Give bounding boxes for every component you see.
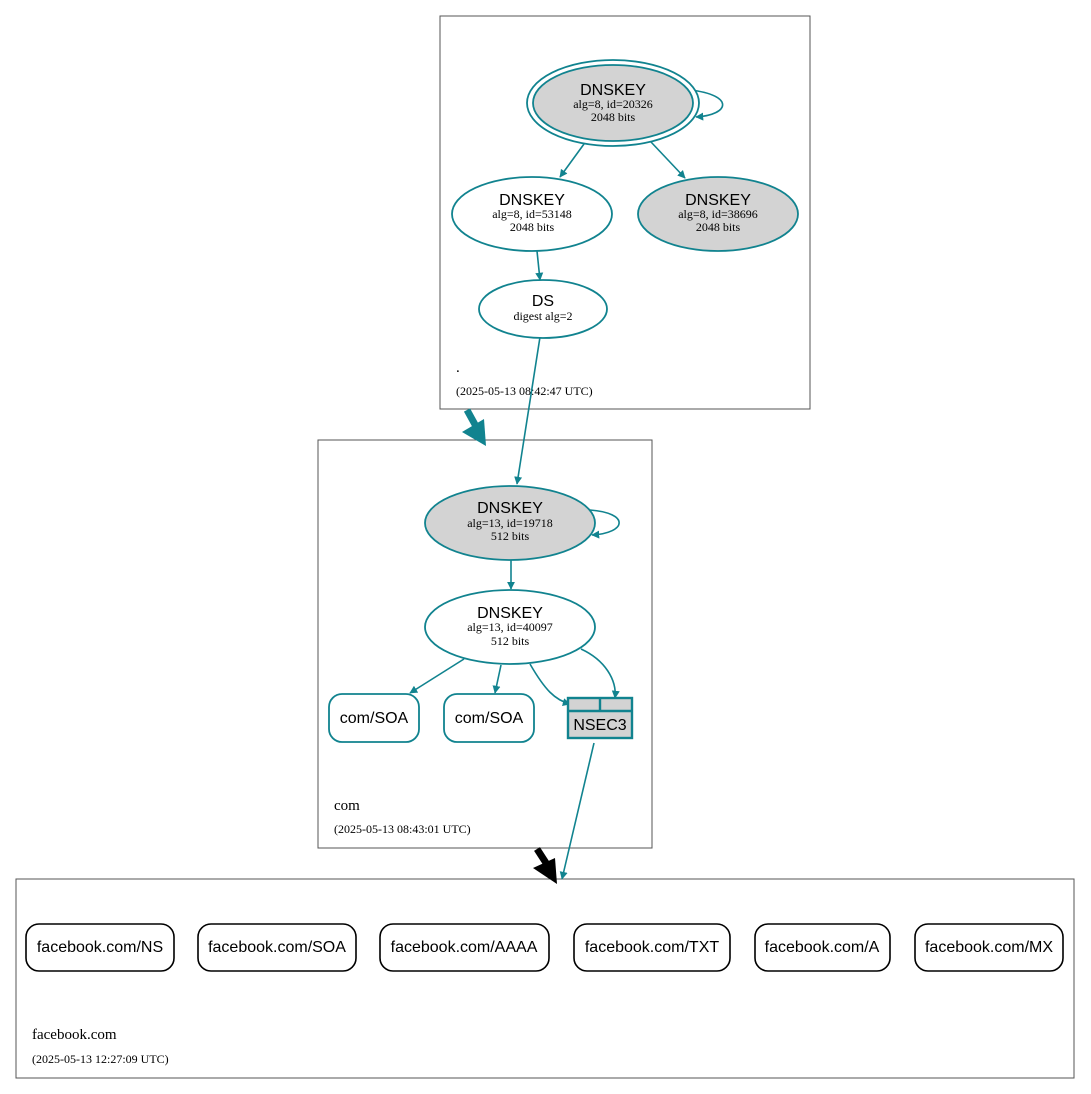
root-key3-line2: 2048 bits xyxy=(696,220,741,234)
zone-facebook: facebook.com (2025-05-13 12:27:09 UTC) xyxy=(15,878,1075,1079)
root-key3-line1: alg=8, id=38696 xyxy=(678,207,758,221)
zone-com-timestamp: (2025-05-13 08:43:01 UTC) xyxy=(334,822,471,836)
edge-com-zsk-soa2 xyxy=(492,664,502,694)
zone-facebook-box xyxy=(15,878,1075,1079)
root-key3-ellipse xyxy=(637,176,799,252)
zone-facebook-label: facebook.com xyxy=(32,1027,117,1043)
com-zsk-line2: 512 bits xyxy=(491,634,530,648)
delegation-arrows xyxy=(462,408,557,884)
zone-com-label: com xyxy=(334,798,360,814)
facebook-records: facebook.com/NS facebook.com/SOA faceboo… xyxy=(25,923,1064,972)
com-ksk-ellipse xyxy=(424,485,596,561)
com-ksk-line1: alg=13, id=19718 xyxy=(467,516,553,530)
facebook-record-txt[interactable]: facebook.com/TXT xyxy=(573,923,731,972)
com-ksk-line2: 512 bits xyxy=(491,529,530,543)
facebook-record-mx[interactable]: facebook.com/MX xyxy=(914,923,1064,972)
root-key3-node[interactable]: DNSKEY alg=8, id=38696 2048 bits xyxy=(637,176,799,252)
record-label: facebook.com/A xyxy=(765,939,880,956)
edge-com-zsk-soa1 xyxy=(409,658,465,694)
record-label: facebook.com/AAAA xyxy=(391,939,538,956)
com-soa-node-2[interactable]: com/SOA xyxy=(443,693,535,743)
com-soa-node-1[interactable]: com/SOA xyxy=(328,693,420,743)
root-ksk-line1: alg=8, id=20326 xyxy=(573,97,653,111)
root-ds-ellipse xyxy=(478,279,608,339)
record-label: facebook.com/TXT xyxy=(585,939,720,956)
edge-nsec3-facebook xyxy=(559,742,595,880)
zone-facebook-timestamp: (2025-05-13 12:27:09 UTC) xyxy=(32,1052,169,1066)
com-soa-box-2 xyxy=(443,693,535,743)
edge-root-zsk-ds xyxy=(535,250,544,281)
com-soa-label-1: com/SOA xyxy=(340,710,409,727)
record-box xyxy=(573,923,731,972)
root-ds-line1: digest alg=2 xyxy=(513,309,572,323)
com-ksk-node[interactable]: DNSKEY alg=13, id=19718 512 bits xyxy=(424,485,596,561)
com-zsk-ellipse xyxy=(424,589,596,665)
com-zsk-line1: alg=13, id=40097 xyxy=(467,620,553,634)
com-soa-label-2: com/SOA xyxy=(455,710,524,727)
facebook-record-aaaa[interactable]: facebook.com/AAAA xyxy=(379,923,550,972)
root-ksk-line2: 2048 bits xyxy=(591,110,636,124)
com-zsk-title: DNSKEY xyxy=(477,605,543,622)
record-box xyxy=(197,923,357,972)
root-ksk-node[interactable]: DNSKEY alg=8, id=20326 2048 bits xyxy=(526,59,700,147)
record-label: facebook.com/SOA xyxy=(208,939,346,956)
edge-root-ksk-zsk xyxy=(559,143,585,178)
edge-ds-com-ksk xyxy=(514,336,541,485)
edge-com-zsk-nsec3-a xyxy=(529,663,571,707)
edge-root-ksk-key3 xyxy=(650,141,686,179)
record-box xyxy=(379,923,550,972)
root-ds-title: DS xyxy=(532,293,554,310)
com-zsk-node[interactable]: DNSKEY alg=13, id=40097 512 bits xyxy=(424,589,596,665)
root-key3-title: DNSKEY xyxy=(685,192,751,209)
record-label: facebook.com/NS xyxy=(37,939,163,956)
edge-com-ksk-self xyxy=(589,509,620,539)
root-ds-node[interactable]: DS digest alg=2 xyxy=(478,279,608,339)
root-zsk-line2: 2048 bits xyxy=(510,220,555,234)
edge-com-zsk-nsec3-b xyxy=(580,648,620,699)
com-nsec3-node[interactable]: NSEC3 xyxy=(566,696,634,740)
root-ksk-title: DNSKEY xyxy=(580,82,646,99)
com-ksk-title: DNSKEY xyxy=(477,500,543,517)
delegation-root-com-head xyxy=(462,419,486,446)
facebook-record-a[interactable]: facebook.com/A xyxy=(754,923,891,972)
root-zsk-node[interactable]: DNSKEY alg=8, id=53148 2048 bits xyxy=(451,176,613,252)
facebook-record-ns[interactable]: facebook.com/NS xyxy=(25,923,175,972)
zone-root-label: . xyxy=(456,360,460,376)
record-label: facebook.com/MX xyxy=(925,939,1053,956)
nsec3-label: NSEC3 xyxy=(573,717,626,734)
edges xyxy=(409,89,724,880)
root-zsk-ellipse xyxy=(451,176,613,252)
record-box xyxy=(25,923,175,972)
facebook-record-soa[interactable]: facebook.com/SOA xyxy=(197,923,357,972)
root-ksk-ellipse xyxy=(532,64,694,142)
root-zsk-title: DNSKEY xyxy=(499,192,565,209)
record-box xyxy=(754,923,891,972)
zone-root-timestamp: (2025-05-13 08:42:47 UTC) xyxy=(456,384,593,398)
com-soa-box-1 xyxy=(328,693,420,743)
record-box xyxy=(914,923,1064,972)
edge-root-ksk-self xyxy=(689,89,724,121)
root-zsk-line1: alg=8, id=53148 xyxy=(492,207,572,221)
delegation-com-facebook-head xyxy=(533,858,557,884)
